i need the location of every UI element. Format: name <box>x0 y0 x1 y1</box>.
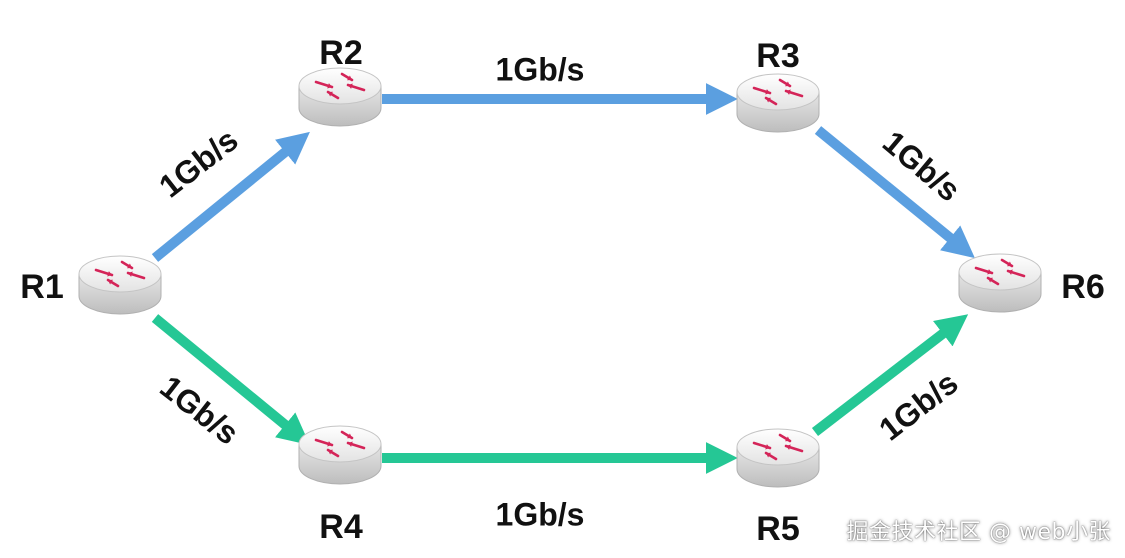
router-icon <box>958 253 1042 313</box>
router-label-r3: R3 <box>756 37 799 75</box>
router-r4 <box>298 425 382 485</box>
routers-layer <box>78 67 1042 488</box>
link-label-r3-r6: 1Gb/s <box>876 124 967 209</box>
router-label-r2: R2 <box>319 34 362 72</box>
router-icon <box>298 425 382 485</box>
link-r1-r2 <box>151 131 310 262</box>
link-r1-r4 <box>151 314 310 446</box>
router-icon <box>736 428 820 488</box>
watermark: 掘金技术社区 @ web小张 <box>846 520 1111 545</box>
link-r5-r6 <box>811 314 969 436</box>
router-label-r6: R6 <box>1061 268 1104 306</box>
router-icon <box>298 67 382 127</box>
router-r6 <box>958 253 1042 313</box>
router-icon <box>78 255 162 315</box>
router-label-r1: R1 <box>20 268 63 306</box>
link-label-r4-r5: 1Gb/s <box>496 496 585 532</box>
router-r1 <box>78 255 162 315</box>
router-label-r4: R4 <box>319 508 363 546</box>
links-layer <box>151 82 975 475</box>
router-icon <box>736 73 820 133</box>
router-r2 <box>298 67 382 127</box>
link-label-r2-r3: 1Gb/s <box>496 51 585 87</box>
link-r3-r6 <box>814 126 975 259</box>
router-label-r5: R5 <box>756 510 799 548</box>
router-r3 <box>736 73 820 133</box>
router-r5 <box>736 428 820 488</box>
